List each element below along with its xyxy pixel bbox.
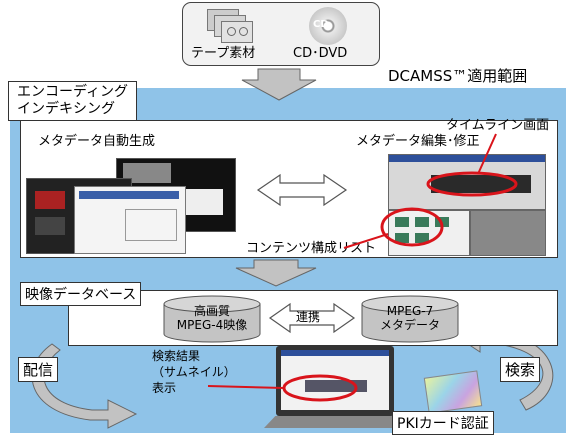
content-list-highlight [380, 207, 444, 247]
scope-label: DCAMSS™適用範囲 [388, 67, 528, 85]
encoding-title: エンコーディング インデキシング [8, 81, 138, 121]
auto-gen-label: メタデータ自動生成 [38, 134, 156, 149]
tape-icon [207, 9, 253, 43]
video-cylinder [163, 295, 261, 343]
timeline-label: タイムライン画面 [446, 118, 550, 133]
edit-screenshots [388, 154, 546, 256]
search-result-label: 検索結果 （サムネイル） 表示 [152, 349, 236, 395]
metadata-cylinder-label: MPEG-7 メタデータ [379, 304, 440, 332]
database-title: 映像データベース [20, 282, 142, 306]
disc-icon: CD [309, 7, 347, 45]
search-label: 検索 [500, 357, 541, 382]
link-label: 連携 [296, 310, 321, 324]
disc-label: CD･DVD [293, 46, 348, 61]
deliver-label: 配信 [18, 357, 59, 382]
laptop-icon [264, 346, 408, 434]
down-arrow-middle [235, 259, 317, 287]
source-panel: CD テープ素材 CD･DVD [182, 2, 380, 66]
metadata-cylinder [361, 295, 459, 343]
tape-label: テープ素材 [191, 46, 256, 61]
pki-card-icon [423, 370, 483, 414]
video-cylinder-label: 高画質 MPEG-4映像 [176, 304, 248, 332]
pki-label: PKIカード認証 [392, 411, 494, 435]
timeline-highlight [426, 171, 518, 197]
auto-gen-screenshots [26, 158, 236, 254]
edit-label: メタデータ編集･修正 [356, 134, 480, 149]
content-list-label: コンテンツ構成リスト [246, 241, 377, 256]
down-arrow-top [241, 68, 317, 101]
link-arrow [268, 302, 356, 334]
